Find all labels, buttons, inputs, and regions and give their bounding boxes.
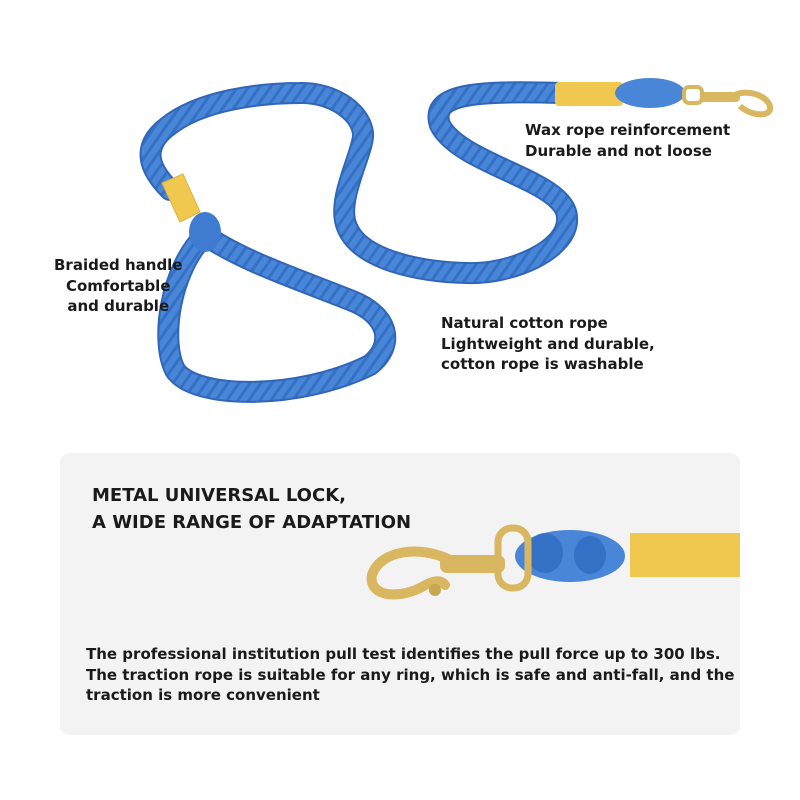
clasp-wax-wrap bbox=[555, 82, 623, 106]
callout-wax: Wax rope reinforcement Durable and not l… bbox=[525, 120, 730, 161]
callout-handle-line: Braided handle bbox=[54, 256, 183, 274]
callout-handle: Braided handle Comfortable and durable bbox=[54, 255, 183, 317]
panel-description-line: The traction rope is suitable for any ri… bbox=[86, 665, 735, 684]
braided-knot bbox=[189, 212, 221, 252]
rope bbox=[139, 81, 578, 403]
lock-closeup bbox=[366, 524, 740, 600]
callout-handle-line: Comfortable bbox=[65, 276, 171, 295]
panel-description-line: traction is more convenient bbox=[86, 686, 320, 704]
panel-description-line: The professional institution pull test i… bbox=[86, 645, 721, 663]
panel-description: The professional institution pull test i… bbox=[86, 644, 736, 706]
callout-wax-line: Durable and not loose bbox=[525, 141, 712, 160]
callout-cotton-line: Lightweight and durable, bbox=[441, 334, 655, 353]
clasp-icon bbox=[682, 85, 773, 118]
panel-title: METAL UNIVERSAL LOCK, A WIDE RANGE OF AD… bbox=[92, 482, 411, 536]
callout-cotton: Natural cotton rope Lightweight and dura… bbox=[441, 313, 655, 375]
handle-wax-wrap bbox=[161, 173, 201, 223]
panel-title-line: A WIDE RANGE OF ADAPTATION bbox=[92, 512, 412, 533]
callout-wax-line: Wax rope reinforcement bbox=[525, 121, 731, 139]
callout-handle-line: and durable bbox=[67, 297, 170, 315]
callout-cotton-line: Natural cotton rope bbox=[441, 314, 608, 332]
panel-title-line: METAL UNIVERSAL LOCK, bbox=[92, 485, 346, 506]
callout-cotton-line: cotton rope is washable bbox=[441, 355, 644, 373]
rope-end-knot bbox=[615, 78, 685, 108]
